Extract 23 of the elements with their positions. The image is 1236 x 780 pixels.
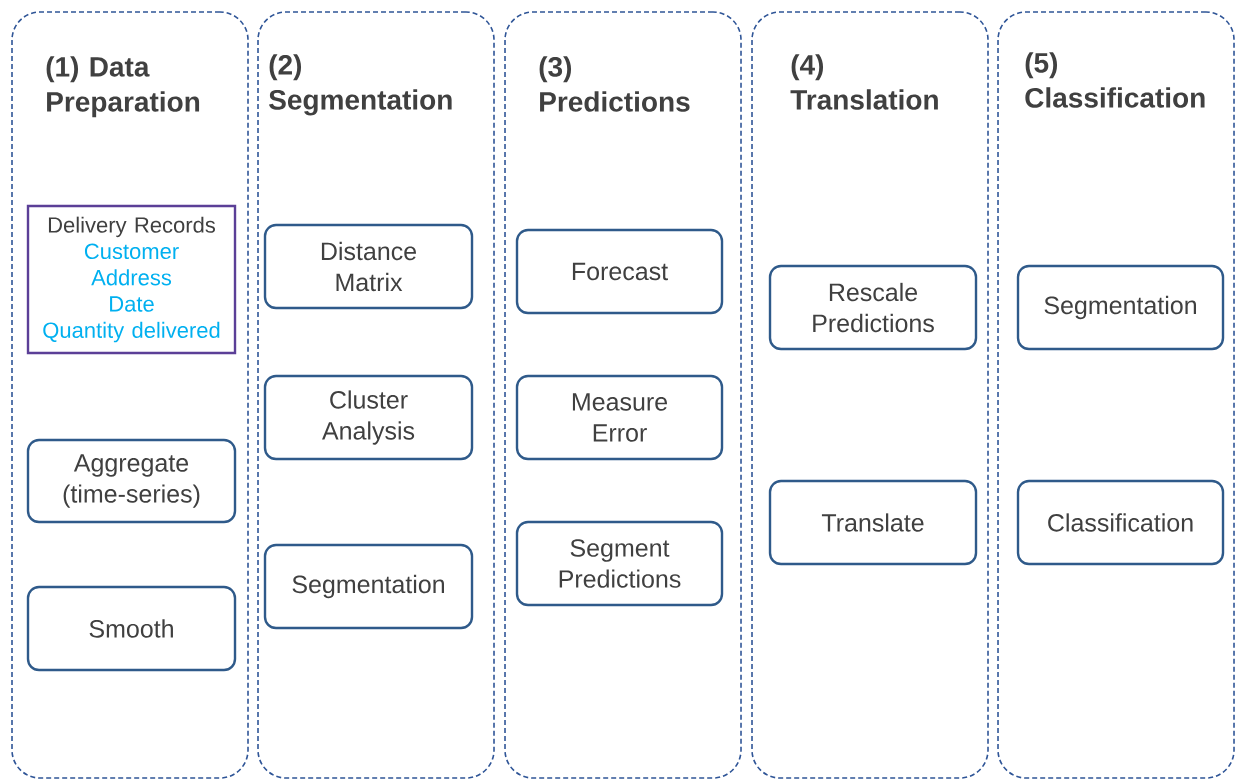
- process-box: Segmentation: [1016, 264, 1225, 351]
- column-heading: (4) Translation: [790, 54, 938, 110]
- dashed-column: [751, 11, 989, 779]
- column-heading: (5) Classification: [1025, 52, 1205, 108]
- dashed-column: [11, 11, 249, 779]
- dashed-column: [257, 11, 495, 779]
- process-box: Cluster Analysis: [263, 374, 474, 461]
- process-box: Measure Error: [515, 374, 724, 461]
- process-box: Aggregate (time-series): [26, 438, 237, 524]
- process-box: Segment Predictions: [515, 520, 724, 607]
- process-box: Segmentation: [263, 543, 474, 630]
- dashed-column: [997, 11, 1235, 779]
- record-box: Delivery Records Customer Address Date Quantity delivered: [26, 204, 237, 355]
- column-heading: (3) Predictions: [539, 56, 690, 112]
- process-box: Distance Matrix: [263, 223, 474, 310]
- process-box: Classification: [1016, 479, 1225, 566]
- process-box: Rescale Predictions: [768, 264, 978, 351]
- dashed-column: [504, 11, 742, 779]
- process-box: Forecast: [515, 228, 724, 315]
- column-heading: (1) Data Preparation: [46, 56, 200, 118]
- process-box: Smooth: [26, 585, 237, 672]
- column-heading: (2) Segmentation: [269, 54, 452, 116]
- process-box: Translate: [768, 479, 978, 566]
